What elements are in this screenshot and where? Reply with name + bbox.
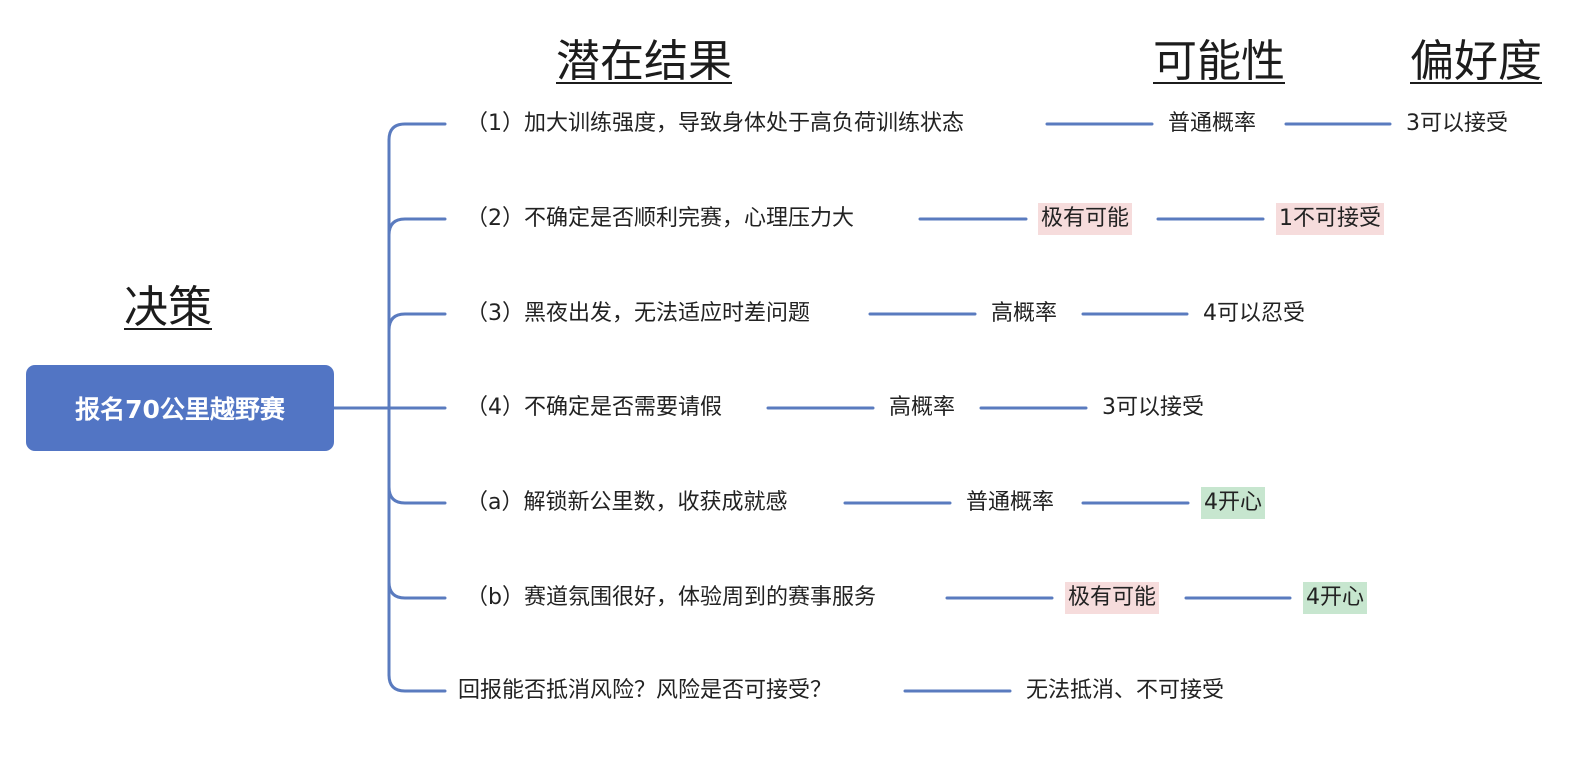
probability-label: 极有可能	[1065, 582, 1160, 614]
preference-label: 4可以忍受	[1203, 301, 1305, 326]
branch-7	[387, 673, 447, 693]
root-decision-node: 报名70公里越野赛	[26, 365, 334, 451]
branch-1	[387, 122, 447, 142]
probability-label: 高概率	[991, 301, 1058, 326]
outcomes-header: 潜在结果	[556, 36, 732, 87]
probability-label: 普通概率	[1168, 111, 1257, 136]
root-decision-label: 报名70公里越野赛	[75, 395, 285, 424]
preference-label: 3可以接受	[1406, 111, 1508, 136]
branch-5	[387, 485, 447, 505]
summary-answer: 无法抵消、不可接受	[1026, 678, 1225, 703]
summary-question: 回报能否抵消风险？风险是否可接受？	[458, 678, 833, 703]
outcome-text: （2）不确定是否顺利完赛，心理压力大	[466, 206, 854, 231]
outcome-text: （a）解锁新公里数，收获成就感	[466, 490, 788, 515]
preference-label: 4开心	[1201, 487, 1265, 519]
probability-header: 可能性	[1153, 36, 1285, 87]
decision-header: 决策	[124, 282, 212, 333]
preference-label: 4开心	[1303, 582, 1367, 614]
probability-label: 极有可能	[1038, 203, 1133, 235]
branch-2	[387, 217, 447, 237]
outcome-text: （1）加大训练强度，导致身体处于高负荷训练状态	[466, 111, 964, 136]
probability-label: 普通概率	[966, 490, 1055, 515]
probability-label: 高概率	[889, 395, 956, 420]
outcome-text: （3）黑夜出发，无法适应时差问题	[466, 301, 810, 326]
outcome-text: （b）赛道氛围很好，体验周到的赛事服务	[466, 585, 876, 610]
branch-6	[387, 580, 447, 600]
preference-label: 3可以接受	[1102, 395, 1204, 420]
branch-3	[387, 312, 447, 332]
outcome-text: （4）不确定是否需要请假	[466, 395, 722, 420]
preference-label: 1不可接受	[1276, 203, 1384, 235]
preference-header: 偏好度	[1410, 36, 1542, 87]
